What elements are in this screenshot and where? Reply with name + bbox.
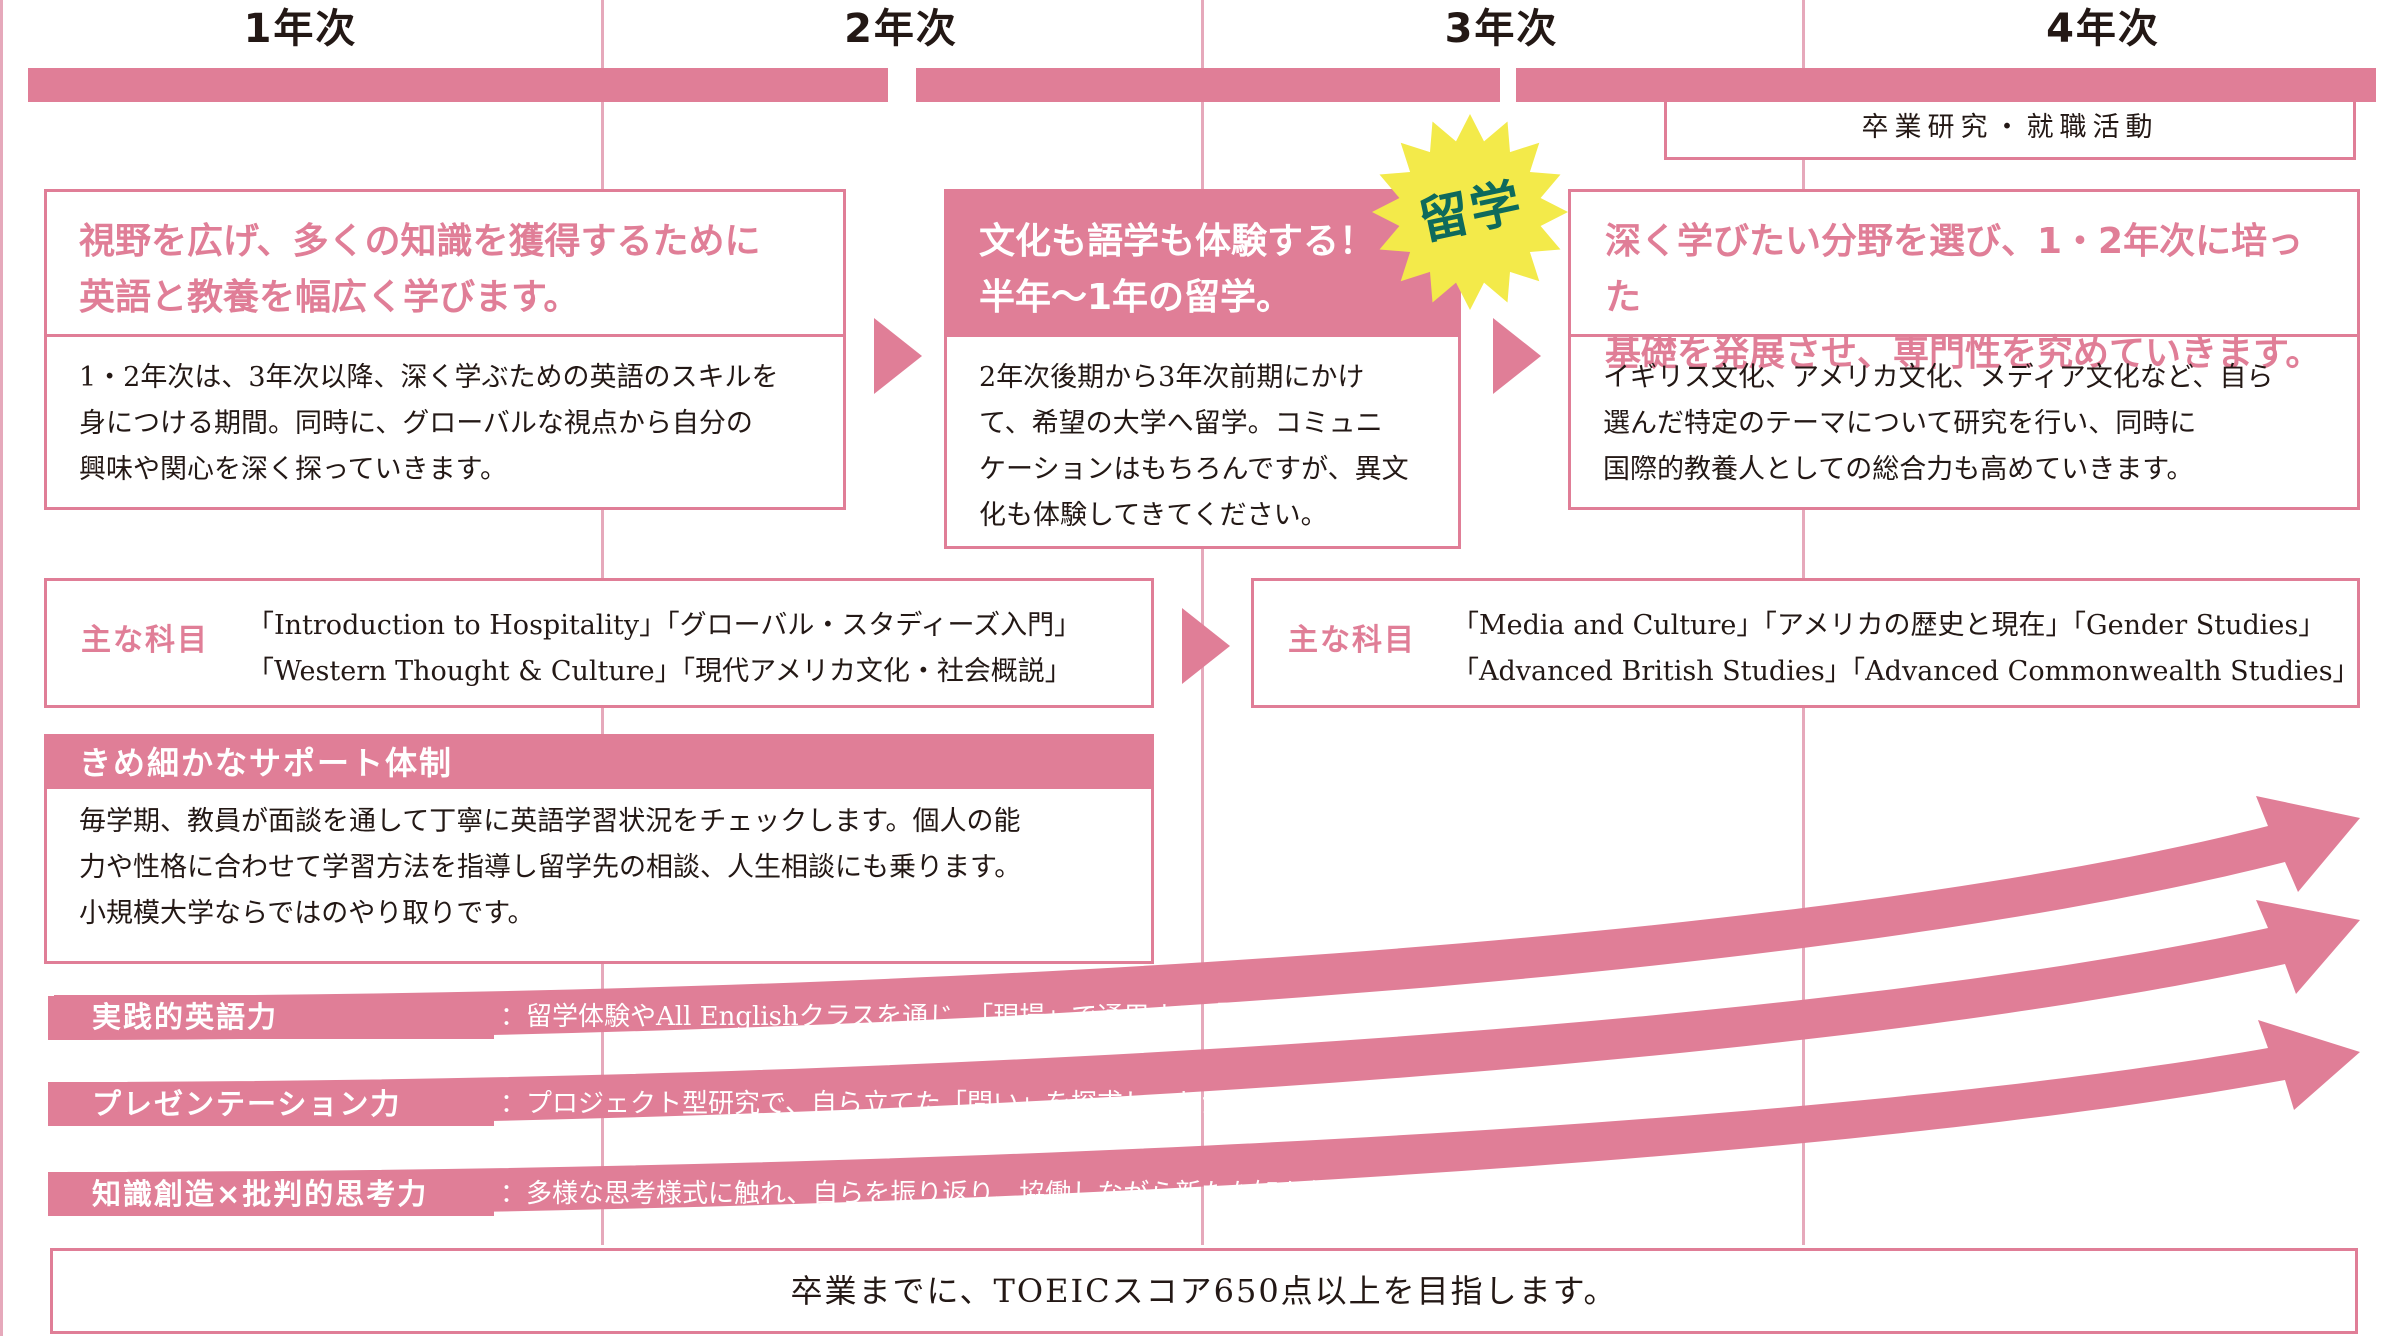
skill-label-critical-thinking: 知識創造×批判的思考力 (54, 1172, 494, 1216)
stage-box-year1-2: 視野を広げ、多くの知識を獲得するために 英語と教養を幅広く学びます。 1・2年次… (44, 189, 846, 510)
flow-arrow-2 (1493, 318, 1541, 394)
main-subjects-right-list: 「Media and Culture」「アメリカの歴史と現在」「Gender S… (1452, 610, 2360, 687)
support-box-title: きめ細かなサポート体制 (47, 737, 1151, 789)
flow-arrow-3 (1182, 608, 1230, 684)
skill-text-presentation: ：プロジェクト型研究で、自ら立てた「問い」を探求し、わかりやすく伝える力を鍛えま… (500, 1089, 1588, 1119)
year-3-label: 3年次 (1444, 6, 1559, 52)
thesis-job-box: 卒業研究・就職活動 (1664, 102, 2356, 160)
skill-label-practical-english: 実践的英語力 (54, 995, 494, 1039)
skill-text-critical-thinking: ：多様な思考様式に触れ、自らを振り返り、協働しながら新たな知を創造する力を養いま… (500, 1179, 1589, 1209)
flow-arrow-1 (874, 318, 922, 394)
support-box: きめ細かなサポート体制 毎学期、教員が面談を通して丁寧に英語学習状況をチェックし… (44, 734, 1154, 964)
year-4-label: 4年次 (2046, 6, 2160, 52)
outer-left-border (0, 0, 3, 1336)
stage-box-study-abroad: 文化も語学も体験する！ 半年〜1年の留学。 2年次後期から3年次前期にかけ て、… (944, 189, 1461, 549)
year-2-label: 2年次 (844, 6, 958, 52)
year-bar-2 (916, 68, 1500, 102)
stage-box-study-abroad-body: 2年次後期から3年次前期にかけ て、希望の大学へ留学。コミュニ ケーションはもち… (979, 362, 1409, 531)
main-subjects-left-list: 「Introduction to Hospitality」「グローバル・スタディ… (247, 610, 1082, 687)
support-box-body: 毎学期、教員が面談を通して丁寧に英語学習状況をチェックします。個人の能 力や性格… (79, 806, 1022, 929)
growth-arrow-3 (48, 1020, 2360, 1216)
study-abroad-starburst-icon (1372, 114, 1568, 310)
stage-box-year3-4-body: イギリス文化、アメリカ文化、メディア文化など、自ら 選んだ特定のテーマについて研… (1603, 362, 2274, 485)
stage-box-year1-2-title: 視野を広げ、多くの知識を獲得するために 英語と教養を幅広く学びます。 (47, 192, 843, 337)
main-subjects-left: 主な科目 「Introduction to Hospitality」「グローバル… (44, 578, 1154, 708)
year-1-label: 1年次 (243, 6, 358, 52)
goal-text: 卒業までに、TOEICスコア650点以上を目指します。 (790, 1272, 1618, 1310)
thesis-job-label: 卒業研究・就職活動 (1861, 112, 2159, 143)
main-subjects-right: 主な科目 「Media and Culture」「アメリカの歴史と現在」「Gen… (1251, 578, 2360, 708)
skill-text-practical-english: ：留学体験やAll Englishクラスを通じ、「現場」で通用する「言語力」を身… (500, 1002, 1537, 1032)
skill-label-presentation: プレゼンテーション力 (54, 1082, 494, 1126)
stage-box-year3-4: 深く学びたい分野を選び、1・2年次に培った 基礎を発展させ、専門性を究めていきま… (1568, 189, 2360, 510)
year-bar-1-2 (28, 68, 888, 102)
stage-box-year1-2-body: 1・2年次は、3年次以降、深く学ぶための英語のスキルを 身につける期間。同時に、… (79, 362, 779, 485)
main-subjects-right-label: 主な科目 (1288, 623, 1416, 658)
year-bar-3-4 (1516, 68, 2376, 102)
stage-box-year3-4-title: 深く学びたい分野を選び、1・2年次に培った 基礎を発展させ、専門性を究めていきま… (1571, 192, 2357, 374)
main-subjects-left-label: 主な科目 (81, 623, 209, 658)
stage-box-study-abroad-title: 文化も語学も体験する！ 半年〜1年の留学。 (947, 192, 1458, 337)
goal-box: 卒業までに、TOEICスコア650点以上を目指します。 (50, 1248, 2358, 1334)
